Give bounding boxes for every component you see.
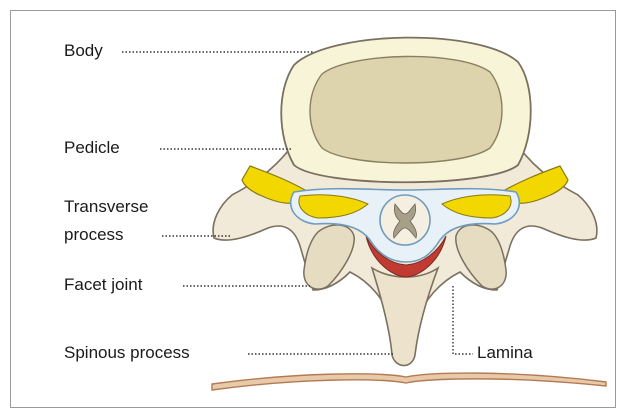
skin-line xyxy=(212,373,606,390)
label-facet-joint: Facet joint xyxy=(64,275,142,295)
label-transverse-line1: Transverse xyxy=(64,197,148,217)
label-lamina: Lamina xyxy=(477,343,533,363)
label-body: Body xyxy=(64,41,103,61)
label-transverse-line2: process xyxy=(64,225,124,245)
label-pedicle: Pedicle xyxy=(64,138,120,158)
label-spinous-process: Spinous process xyxy=(64,343,190,363)
spinous-process-shape xyxy=(372,268,438,366)
vertebral-body-inner xyxy=(310,56,502,163)
leader-lamina xyxy=(453,286,473,354)
